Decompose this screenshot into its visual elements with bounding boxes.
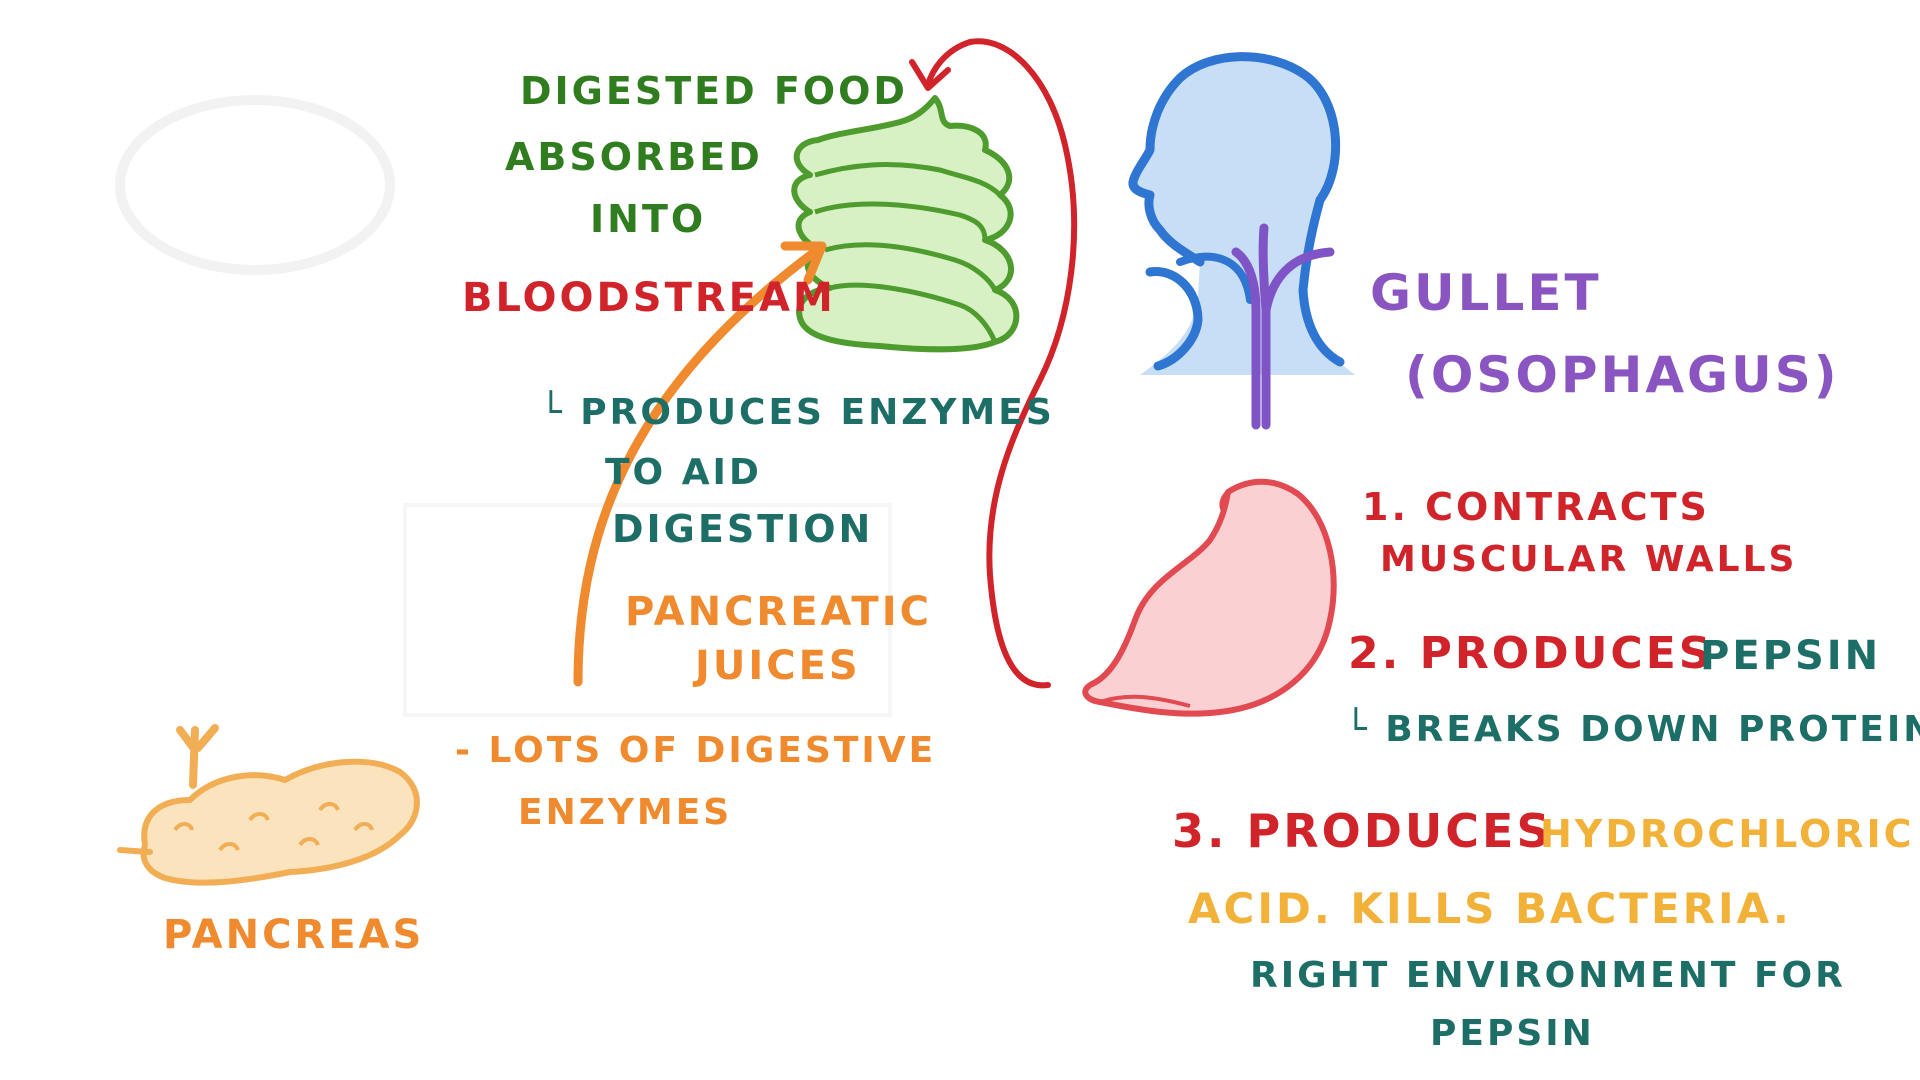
stomach-point1-line1: 1. CONTRACTS — [1362, 488, 1710, 526]
stomach-point2-prefix: 2. PRODUCES — [1348, 632, 1713, 676]
stomach-point1-line2: MUSCULAR WALLS — [1380, 542, 1797, 578]
lots-of-enzymes-line1: - LOTS OF DIGESTIVE — [455, 733, 936, 769]
stomach-point3-prefix: 3. PRODUCES — [1172, 808, 1553, 854]
stomach-point2-pepsin: PEPSIN — [1700, 636, 1881, 676]
pancreatic-juices-line1: PANCREATIC — [625, 592, 932, 632]
pancreatic-juices-line2: JUICES — [695, 646, 861, 686]
stomach-point3-line4: PEPSIN — [1430, 1016, 1595, 1052]
produces-enzymes-line2: TO AID — [605, 455, 762, 491]
absorbed-label-line1: DIGESTED FOOD — [520, 72, 908, 110]
absorbed-label-line2: ABSORBED — [505, 138, 763, 176]
stomach-point2-sub: └ BREAKS DOWN PROTEIN — [1345, 712, 1920, 748]
bloodstream-label: BLOODSTREAM — [462, 278, 836, 318]
absorbed-label-line3: INTO — [590, 200, 706, 238]
produces-enzymes-line3: DIGESTION — [612, 510, 873, 548]
pancreas-icon — [120, 728, 417, 883]
stomach-point3-line3: RIGHT ENVIRONMENT FOR — [1250, 958, 1846, 994]
gullet-label: GULLET — [1370, 268, 1602, 318]
lots-of-enzymes-line2: ENZYMES — [518, 795, 732, 831]
head-icon — [1133, 57, 1355, 375]
stomach-icon — [1085, 482, 1333, 714]
produces-enzymes-line1: └ PRODUCES ENZYMES — [540, 395, 1055, 431]
osophagus-label: (OSOPHAGUS) — [1405, 350, 1840, 400]
stomach-point3-hcl: HYDROCHLORIC — [1540, 815, 1915, 853]
stomach-point3-line2: ACID. KILLS BACTERIA. — [1188, 888, 1792, 930]
pancreas-label: PANCREAS — [163, 915, 424, 955]
